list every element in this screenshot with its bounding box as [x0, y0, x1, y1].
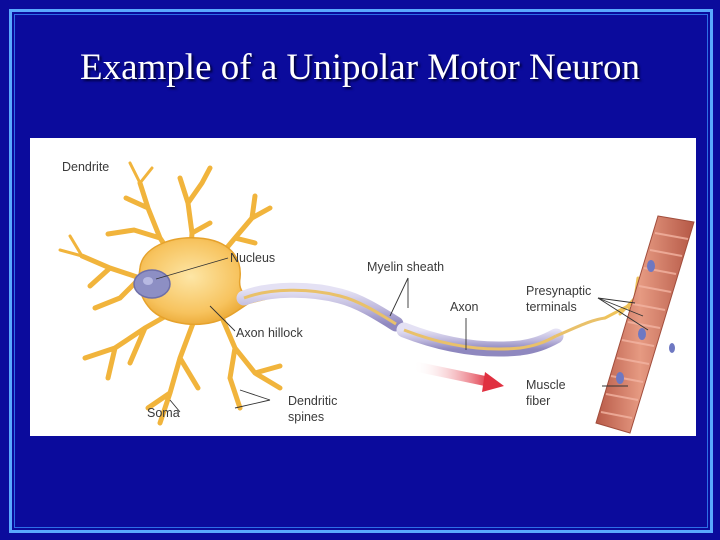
- leader-lines: [155, 257, 649, 413]
- label-dendrite: Dendrite: [62, 160, 110, 174]
- label-nucleus: Nucleus: [230, 251, 276, 265]
- slide-frame: [9, 9, 713, 533]
- neuron-figure: Dendrite Nucleus Myelin sheath Axon Axon…: [30, 138, 696, 436]
- slide-title: Example of a Unipolar Motor Neuron: [80, 47, 640, 88]
- label-presynaptic-terminals-line1: Presynaptic: [526, 284, 592, 298]
- label-dendritic-spines-line2: spines: [288, 410, 325, 424]
- label-axon-hillock: Axon hillock: [236, 326, 303, 340]
- label-muscle-fiber-line1: Muscle: [526, 378, 566, 392]
- nucleus: [133, 269, 171, 299]
- label-presynaptic-terminals-line2: terminals: [526, 300, 577, 314]
- label-axon: Axon: [450, 300, 479, 314]
- muscle-fiber: [595, 215, 695, 434]
- label-myelin-sheath: Myelin sheath: [367, 260, 445, 274]
- label-muscle-fiber-line2: fiber: [526, 394, 551, 408]
- neuron-diagram: [58, 161, 695, 434]
- axon: [236, 282, 606, 357]
- label-dendritic-spines-line1: Dendritic: [288, 394, 338, 408]
- signal-direction-arrow: [411, 361, 504, 392]
- label-soma: Soma: [147, 406, 180, 420]
